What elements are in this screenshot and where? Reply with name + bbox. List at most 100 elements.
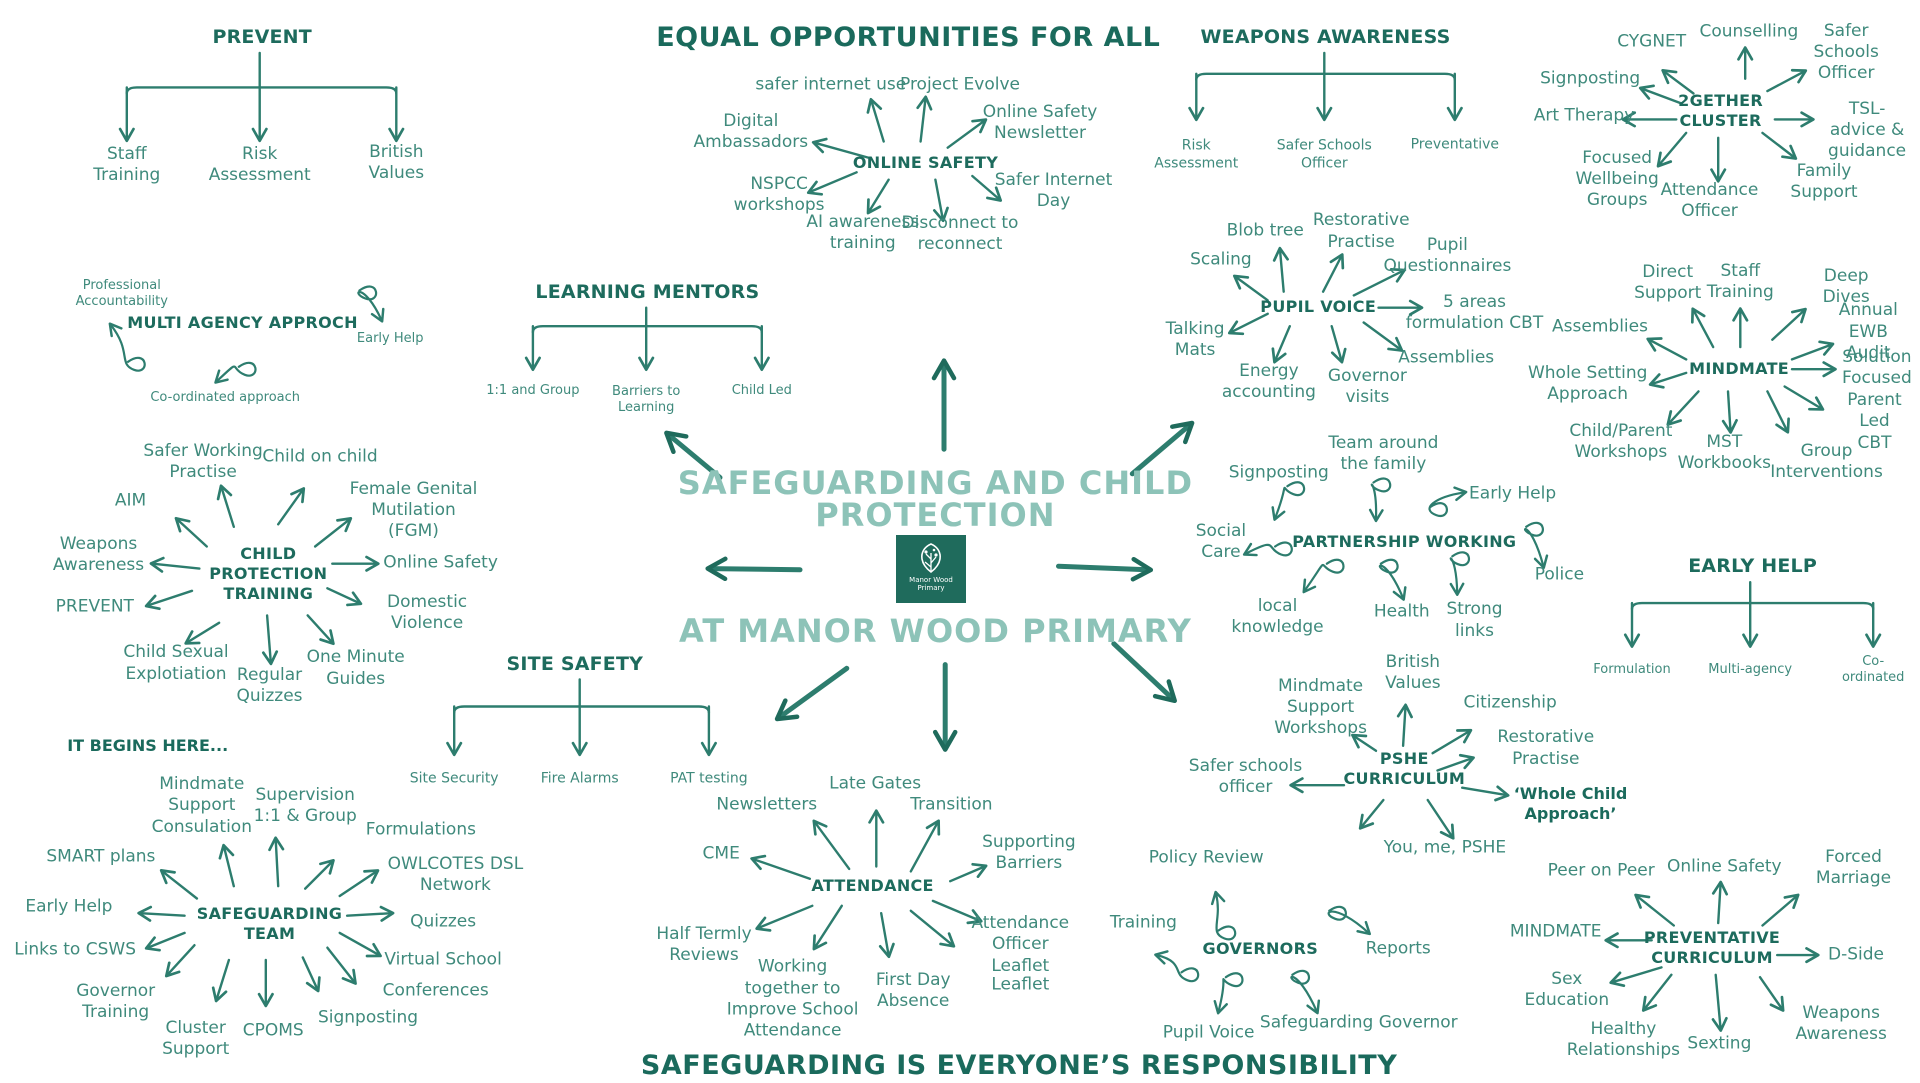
early_help-bar xyxy=(1630,601,1875,611)
learning_mentors-title: LEARNING MENTORS xyxy=(535,281,760,304)
safeguarding_team-arrow-13 xyxy=(301,956,321,993)
online_safety-arrow-1 xyxy=(916,95,933,143)
attendance-arrow-2 xyxy=(909,819,941,873)
partnership-item-5: local knowledge xyxy=(1231,595,1324,637)
pupil_voice-item-1: Restorative Practise xyxy=(1312,210,1410,252)
safeguarding_team-item-5: Early Help xyxy=(25,896,113,917)
governors-item-4: Safeguarding Governor xyxy=(1259,1012,1458,1033)
pshe-arrow-whole-child xyxy=(1461,785,1510,802)
child_protection-arrow-9 xyxy=(261,614,279,666)
attendance-item-0: Late Gates xyxy=(829,773,922,794)
two_gether-item-5: TSL- advice & guidance xyxy=(1828,98,1907,162)
partnership-loop-0 xyxy=(1271,481,1306,521)
preventative-arrow-0 xyxy=(1634,893,1675,927)
pshe-arrow-0 xyxy=(1396,703,1413,747)
online_safety-arrow-3 xyxy=(811,137,869,159)
mindmate-item-6: Whole Setting Approach xyxy=(1527,362,1648,404)
pshe-arrow-5 xyxy=(1426,798,1455,840)
governors-loop-1 xyxy=(1154,950,1200,983)
multi_agency-item-1: Early Help xyxy=(356,330,424,346)
pupil_voice-arrow-1 xyxy=(1321,253,1345,293)
preventative-arrow-2 xyxy=(1761,893,1800,927)
attendance-arrow-4 xyxy=(949,862,988,883)
online_safety-hub: ONLINE SAFETY xyxy=(852,152,999,172)
school-logo: Manor Wood Primary xyxy=(896,535,966,603)
center-arrow-5 xyxy=(1111,641,1177,704)
attendance-item-2: Transition xyxy=(910,794,993,815)
pupil_voice-arrow-5 xyxy=(1227,312,1269,336)
child_protection-arrow-8 xyxy=(184,621,221,645)
safeguarding_team-arrow-1 xyxy=(268,836,285,888)
online_safety-arrow-5 xyxy=(866,178,890,215)
attendance-item-4: Supporting Barriers xyxy=(982,831,1076,873)
safeguarding_team-item-2: Formulations xyxy=(365,818,476,839)
mindmate-item-0: Direct Support xyxy=(1634,261,1702,304)
weapons_awareness-title: WEAPONS AWARENESS xyxy=(1200,26,1451,49)
online_safety-arrow-6 xyxy=(932,178,949,223)
partnership-loop-3 xyxy=(1242,541,1293,557)
pupil_voice-arrow-3 xyxy=(1232,274,1269,302)
weapons_awareness-item-2: Preventative xyxy=(1410,136,1499,153)
online_safety-item-3: Digital Ambassadors xyxy=(693,110,809,152)
pshe-hub: PSHE CURRICULUM xyxy=(1343,749,1466,789)
online_safety-item-7: Safer Internet Day xyxy=(994,169,1113,211)
two_gether-arrow-3 xyxy=(1638,84,1683,105)
safeguarding_team-item-11: Cluster Support xyxy=(162,1017,230,1059)
learning_mentors-item-2: Child Led xyxy=(731,383,792,399)
pupil_voice-item-6: Energy accounting xyxy=(1221,360,1316,402)
pshe-item-4: Safer schools officer xyxy=(1188,755,1303,797)
mindmate-item-1: Staff Training xyxy=(1706,260,1774,302)
pupil_voice-item-8: Assemblies xyxy=(1398,347,1495,368)
pupil_voice-item-7: Governor visits xyxy=(1327,365,1407,407)
child_protection-arrow-4 xyxy=(149,556,201,573)
pupil_voice-item-0: Blob tree xyxy=(1226,220,1304,241)
preventative-item-0: Peer on Peer xyxy=(1547,860,1655,881)
mindmate-item-8: Child/Parent Workshops xyxy=(1569,420,1673,462)
preventative-item-7: Sexting xyxy=(1687,1033,1752,1054)
two_gether-arrow-0 xyxy=(1661,69,1695,95)
online_safety-arrow-0 xyxy=(866,97,885,143)
attendance-item-6: Attendance Officer Leaflet xyxy=(971,913,1070,976)
safeguarding_team-item-6: Quizzes xyxy=(410,911,477,932)
center-title: SAFEGUARDING AND CHILD PROTECTION xyxy=(677,463,1194,534)
governors-loop-2 xyxy=(1327,905,1371,936)
safeguarding_team-arrow-7 xyxy=(144,931,186,952)
pupil_voice-item-4: 5 areas formulation CBT xyxy=(1405,291,1544,333)
pshe-item-0: British Values xyxy=(1385,651,1441,694)
attendance-hub: ATTENDANCE xyxy=(811,876,934,896)
safeguarding_team-item-4: OWLCOTES DSL Network xyxy=(387,853,524,896)
pupil_voice-item-5: Talking Mats xyxy=(1165,318,1225,360)
child_protection-item-7: Domestic Violence xyxy=(387,591,468,633)
pupil_voice-arrow-6 xyxy=(1271,325,1291,364)
safeguarding_team-arrow-11 xyxy=(211,958,231,1003)
online_safety-item-4: NSPCC workshops xyxy=(733,173,825,215)
safeguarding_team-arrow-8 xyxy=(338,931,382,958)
two_gether-hub: 2GETHER CLUSTER xyxy=(1678,90,1764,130)
center-arrow-3 xyxy=(774,665,850,722)
callout-it-begins-here: IT BEGINS HERE... xyxy=(67,735,229,755)
safeguarding_team-arrow-3 xyxy=(159,869,199,900)
preventative-item-3: MINDMATE xyxy=(1509,921,1602,942)
child_protection-item-2: AIM xyxy=(114,490,147,511)
weapons_awareness-item-0: Risk Assessment xyxy=(1154,137,1239,172)
mindmate-item-7: Parent Led CBT xyxy=(1847,390,1902,453)
governors-hub: GOVERNORS xyxy=(1202,938,1319,958)
attendance-arrow-9 xyxy=(878,912,895,959)
pshe-arrow-1 xyxy=(1351,733,1378,752)
partnership-item-0: Signposting xyxy=(1228,461,1329,482)
partnership-hub: PARTNERSHIP WORKING xyxy=(1292,531,1517,551)
child_protection-arrow-2 xyxy=(174,516,208,548)
site_safety-bar xyxy=(453,705,711,714)
pshe-arrow-2 xyxy=(1431,728,1473,755)
mindmate-item-2: Deep Dives xyxy=(1822,265,1870,307)
child_protection-arrow-6 xyxy=(144,589,194,611)
attendance-item-1: Newsletters xyxy=(716,794,818,815)
preventative-arrow-1 xyxy=(1711,880,1729,925)
preventative-item-2: Forced Marriage xyxy=(1815,846,1892,888)
child_protection-item-5: Online Safety xyxy=(383,551,498,572)
partnership-loop-6 xyxy=(1378,558,1407,601)
pupil_voice-item-2: Pupil Questionnaires xyxy=(1383,234,1512,276)
safeguarding_team-arrow-6 xyxy=(345,905,395,922)
prevent-bar xyxy=(125,86,398,95)
mindmate-arrow-2 xyxy=(1771,307,1807,341)
